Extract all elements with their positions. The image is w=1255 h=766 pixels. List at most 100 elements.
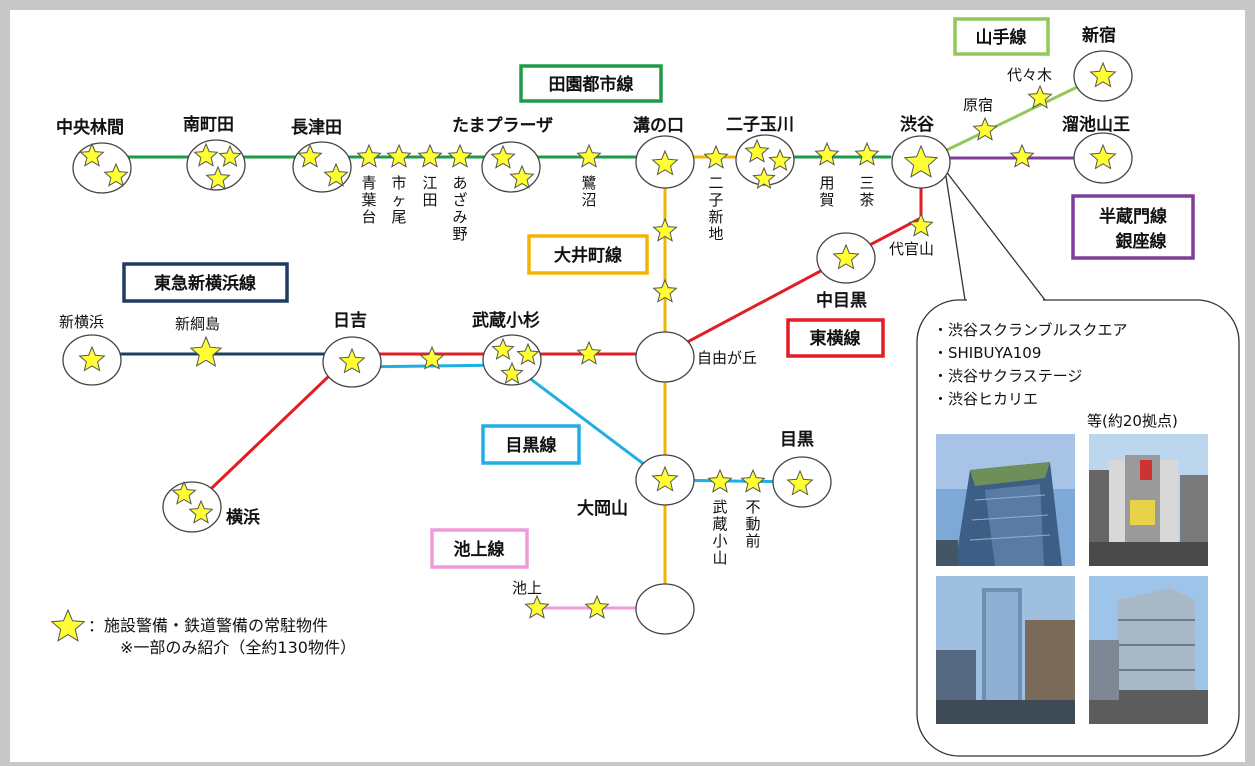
oimachi-line-name: 大井町線 [554,245,622,266]
photo-shibuya-sakura-stage [936,576,1075,724]
callout-item-1: ・渋谷スクランブルスクエア [933,321,1128,339]
station-circle-tama-plaza [481,141,541,193]
hanzomon-line-name: 半蔵門線 [1099,206,1167,227]
station-label-jiyugaoka: 自由が丘 [697,349,757,367]
ikegami-line-box [430,528,529,569]
station-star-icon [1009,143,1035,168]
station-star-icon [447,143,473,168]
station-label-tama-plaza: たまプラーザ [452,115,553,136]
photo-shibuya-hikarie [1089,576,1208,724]
station-star-icon [78,345,106,372]
station-label-naka-meguro: 中目黒 [816,290,867,311]
station-label-nagatsuta: 長津田 [291,117,342,138]
oimachi-line-box [527,234,649,275]
station-star-icon [491,337,515,360]
station-label-fudomae: 不動前 [745,498,760,550]
legend-star-text: ：施設警備・鉄道警備の常駐物件 [88,616,328,635]
station-label-azamino: あざみ野 [452,174,467,243]
station-star-icon [1089,61,1117,88]
station-star-icon [193,142,219,167]
station-label-musashi-koyama: 武蔵小山 [712,498,727,567]
station-label-yoga: 用賀 [819,174,834,209]
station-star-icon [188,499,214,524]
station-label-yokohama: 横浜 [226,507,260,528]
station-label-ikegami: 池上 [512,579,542,597]
station-label-ichigao: 市ヶ尾 [391,174,406,226]
legend-star-icon [50,608,86,642]
station-star-icon [419,345,445,370]
station-star-icon [576,143,602,168]
station-star-icon [903,144,939,178]
station-star-icon [79,142,105,167]
station-label-sangenjaya: 三茶 [859,174,874,209]
den-en-toshi-line-box [519,64,663,103]
station-star-icon [386,143,412,168]
meguro-line-box [481,424,581,465]
railway-map: 田園都市線 山手線 半蔵門線 銀座線 大井町線 東横線 東急新横浜線 目黒線 池… [50,17,1240,757]
station-star-icon [218,144,242,167]
station-star-icon [356,143,382,168]
station-label-tameike-sanno: 溜池山王 [1062,114,1130,135]
station-star-icon [768,148,792,171]
station-label-yoyogi: 代々木 [1007,66,1052,84]
station-star-icon [205,165,231,190]
station-star-icon [703,144,729,169]
photo-shibuya109 [1089,434,1208,566]
station-star-icon [338,347,366,374]
station-star-icon [576,340,602,365]
callout-more: 等(約20拠点) [1087,412,1178,430]
station-label-mizonokuchi: 溝の口 [633,115,684,136]
ikegami-line-name: 池上線 [454,539,505,560]
route-map-panel: 田園都市線 山手線 半蔵門線 銀座線 大井町線 東横線 東急新横浜線 目黒線 池… [10,10,1245,762]
station-star-icon [524,594,550,619]
station-label-meguro: 目黒 [780,430,814,450]
station-star-icon [744,138,770,163]
station-label-shinjuku: 新宿 [1082,25,1116,46]
station-label-shin-tsunashima: 新綱島 [175,315,220,333]
station-label-musashi-kosugi: 武蔵小杉 [472,310,540,331]
station-star-icon [854,141,880,166]
station-star-icon [509,164,535,189]
station-star-icon [500,361,524,384]
station-star-icon [786,469,814,496]
station-star-icon [707,468,733,493]
station-label-futako-shinchi: 二子新地 [708,174,723,243]
toyoko-line-name: 東横線 [810,328,861,349]
callout-item-4: ・渋谷ヒカリエ [933,390,1038,408]
callout-item-2: ・SHIBUYA109 [933,344,1041,362]
station-star-icon [297,143,323,168]
station-star-icon [1089,143,1117,170]
station-label-chuo-rinkan: 中央林間 [56,117,124,138]
shin-yokohama-line-name: 東急新横浜線 [154,273,256,294]
station-star-icon [652,217,678,242]
shin-yokohama-line-box [122,262,289,303]
station-star-icon [584,594,610,619]
callout-item-3: ・渋谷サクラステージ [933,367,1082,385]
station-label-daikanyama: 代官山 [889,240,934,258]
station-star-icon [490,144,516,169]
station-label-eda: 江田 [422,174,437,209]
station-star-icon [752,166,776,189]
station-label-futako-tamagawa: 二子玉川 [726,115,794,135]
meguro-line-name: 目黒線 [506,435,557,456]
legend-star-shape [50,608,86,642]
meguro-line [350,363,802,484]
station-star-icon [832,243,860,270]
station-circle-jiyugaoka [635,331,695,383]
photo-shibuya-scramble-square [936,434,1075,566]
station-label-hiyoshi: 日吉 [333,311,367,331]
yamanote-line-box [953,17,1050,56]
station-star-icon [740,468,766,493]
station-star-icon [189,335,223,367]
yamanote-line-name: 山手線 [976,27,1027,48]
ginza-line-name: 銀座線 [1116,231,1167,252]
station-star-icon [651,149,679,176]
station-label-minami-machida: 南町田 [183,114,234,135]
station-star-icon [652,278,678,303]
station-star-icon [814,141,840,166]
station-label-shin-yokohama: 新横浜 [59,313,104,331]
station-star-icon [516,342,540,365]
station-star-icon [171,480,197,505]
station-circle-ikegami-end [635,583,695,635]
station-star-icon [323,162,349,187]
